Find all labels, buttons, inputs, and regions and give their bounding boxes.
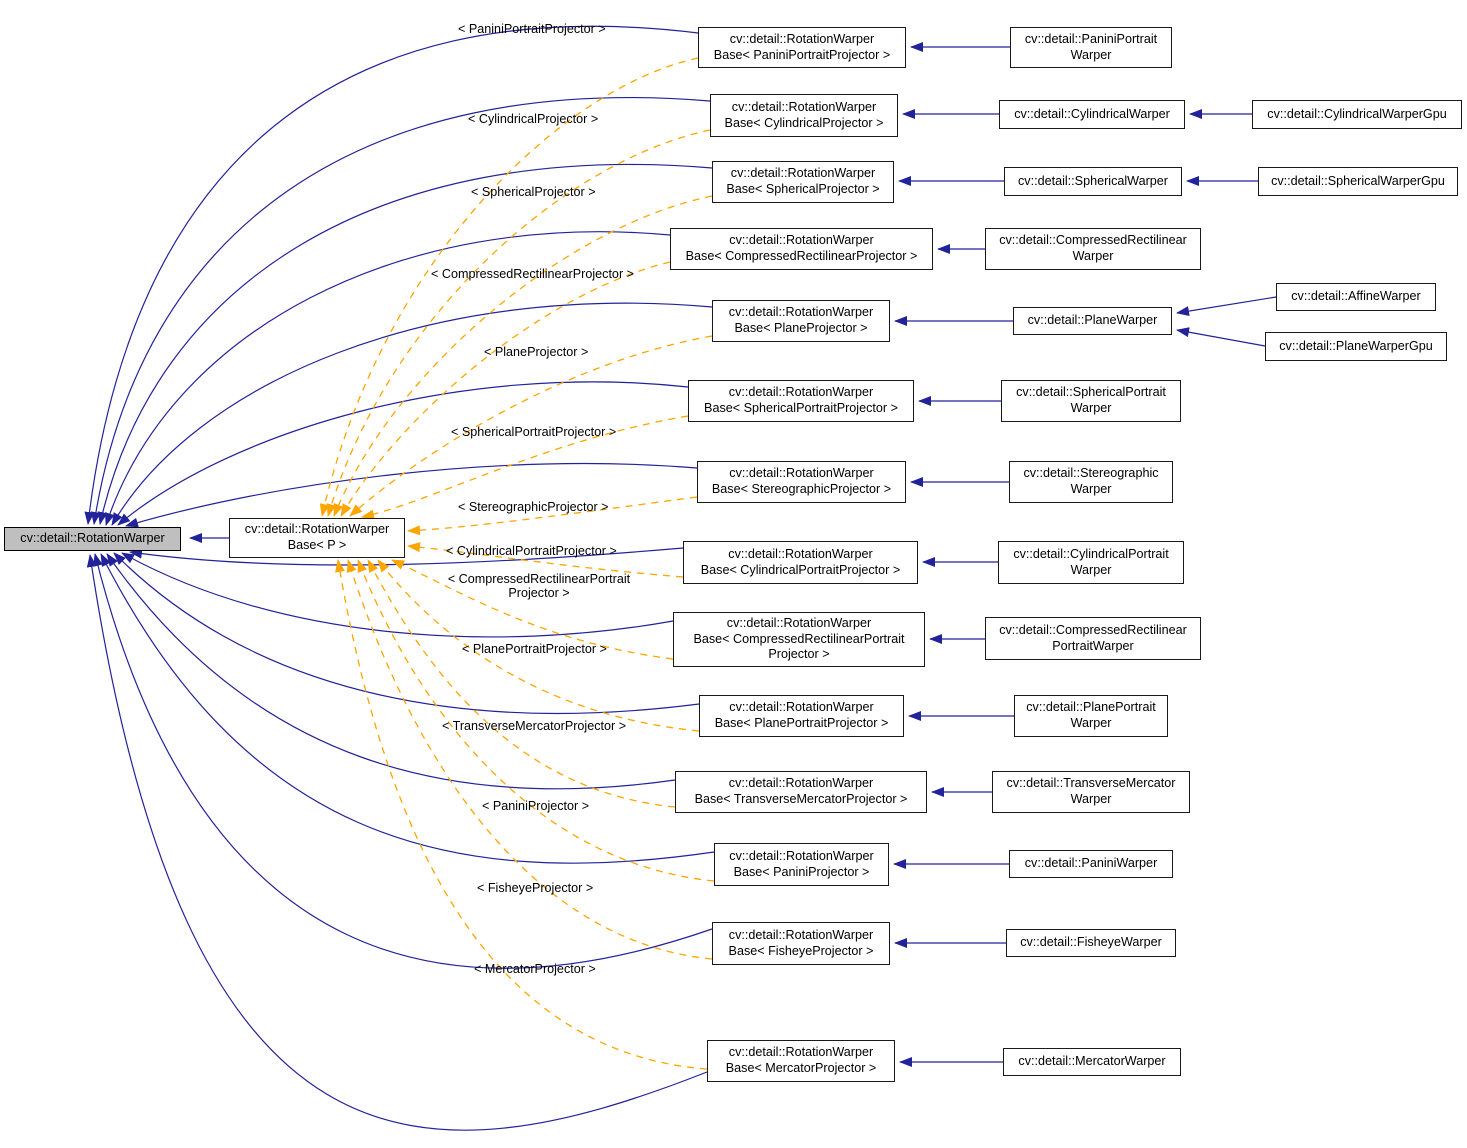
inheritance-edge-mercator: [86, 554, 708, 1131]
template-edge-transverse-mercator: [367, 559, 676, 808]
class-node-affine-warper[interactable]: cv::detail::AffineWarper: [1276, 283, 1436, 311]
template-edge-compressed-rectilinear-portrait: [391, 559, 674, 660]
class-node-compressed-rectilinear-warper[interactable]: cv::detail::CompressedRectilinear Warper: [985, 228, 1201, 270]
edge-label-fisheye-projector: < FisheyeProjector >: [477, 881, 594, 895]
class-node-base-panini-projector[interactable]: cv::detail::RotationWarper Base< PaniniP…: [714, 843, 889, 886]
class-node-spherical-portrait-warper[interactable]: cv::detail::SphericalPortrait Warper: [1001, 380, 1181, 422]
template-edge-spherical-portrait: [361, 415, 689, 520]
inheritance-edge-panini: [100, 553, 715, 864]
class-node-base-cylindrical-portrait-projector[interactable]: cv::detail::RotationWarper Base< Cylindr…: [683, 541, 918, 584]
class-node-base-fisheye-projector[interactable]: cv::detail::RotationWarper Base< Fisheye…: [712, 922, 890, 965]
edge-label-cylindrical-portrait-projector: < CylindricalPortraitProjector >: [446, 544, 617, 558]
inheritance-edge-plane: [111, 302, 713, 526]
inheritance-edge-cylindrical: [90, 97, 711, 525]
edge-label-compressed-rectilinear-portrait-projector: < CompressedRectilinearPortrait Projecto…: [447, 572, 631, 601]
inheritance-edge-cylindrical-portrait: [129, 547, 684, 566]
template-edges: [319, 57, 715, 1070]
inheritance-edge-transverse-mercator: [106, 553, 676, 790]
inheritance-edge-stereographic: [125, 463, 698, 528]
class-node-plane-portrait-warper[interactable]: cv::detail::PlanePortrait Warper: [1014, 695, 1168, 737]
template-edge-cylindrical-portrait: [407, 542, 684, 578]
edge-label-plane-portrait-projector: < PlanePortraitProjector >: [462, 642, 607, 656]
template-edge-spherical: [333, 195, 713, 517]
inheritance-edge-panini-portrait: [84, 25, 699, 525]
template-edge-plane: [349, 335, 713, 517]
template-edge-plane-portrait: [377, 559, 700, 732]
class-node-base-spherical-projector[interactable]: cv::detail::RotationWarper Base< Spheric…: [712, 161, 894, 203]
class-node-cylindrical-portrait-warper[interactable]: cv::detail::CylindricalPortrait Warper: [998, 541, 1184, 584]
class-node-base-mercator-projector[interactable]: cv::detail::RotationWarper Base< Mercato…: [707, 1040, 895, 1082]
edge-label-stereographic-projector: < StereographicProjector >: [458, 500, 609, 514]
inheritance-edge-plane-warper-gpu: [1176, 327, 1266, 347]
class-node-spherical-warper-gpu[interactable]: cv::detail::SphericalWarperGpu: [1258, 167, 1458, 196]
edge-label-transverse-mercator-projector: < TransverseMercatorProjector >: [442, 719, 627, 733]
edge-label-mercator-projector: < MercatorProjector >: [474, 962, 596, 976]
class-node-base-plane-portrait-projector[interactable]: cv::detail::RotationWarper Base< PlanePo…: [699, 695, 904, 737]
class-node-base-compressed-rectilinear-portrait-projector[interactable]: cv::detail::RotationWarper Base< Compres…: [673, 612, 925, 667]
class-node-cylindrical-warper[interactable]: cv::detail::CylindricalWarper: [999, 100, 1185, 129]
class-node-base-spherical-portrait-projector[interactable]: cv::detail::RotationWarper Base< Spheric…: [688, 380, 914, 422]
class-node-panini-portrait-warper[interactable]: cv::detail::PaniniPortrait Warper: [1010, 27, 1172, 68]
edge-label-plane-projector: < PlaneProjector >: [484, 345, 589, 359]
class-node-cylindrical-warper-gpu[interactable]: cv::detail::CylindricalWarperGpu: [1252, 100, 1462, 129]
class-node-plane-warper-gpu[interactable]: cv::detail::PlaneWarperGpu: [1265, 332, 1447, 361]
template-edge-cylindrical: [326, 129, 711, 517]
template-edge-fisheye: [346, 559, 713, 960]
class-node-stereographic-warper[interactable]: cv::detail::Stereographic Warper: [1009, 461, 1173, 503]
class-node-panini-warper[interactable]: cv::detail::PaniniWarper: [1009, 850, 1173, 878]
class-node-base-cylindrical-projector[interactable]: cv::detail::RotationWarper Base< Cylindr…: [710, 94, 898, 137]
class-node-base-plane-projector[interactable]: cv::detail::RotationWarper Base< PlanePr…: [712, 300, 890, 342]
inheritance-edges: [84, 25, 1277, 1131]
class-node-plane-warper[interactable]: cv::detail::PlaneWarper: [1013, 307, 1172, 335]
template-edge-panini-portrait: [319, 57, 699, 517]
class-node-transverse-mercator-warper[interactable]: cv::detail::TransverseMercator Warper: [992, 771, 1190, 813]
inheritance-edge-compressed-rectilinear-portrait: [121, 552, 674, 638]
inheritance-edge-compressed-rectilinear: [105, 231, 671, 526]
template-edge-compressed-rectilinear: [340, 261, 671, 517]
edge-label-spherical-portrait-projector: < SphericalPortraitProjector >: [451, 425, 617, 439]
edge-label-cylindrical-projector: < CylindricalProjector >: [468, 112, 599, 126]
edge-label-panini-portrait-projector: < PaniniPortraitProjector >: [458, 22, 606, 36]
class-node-rotation-warper-base-p[interactable]: cv::detail::RotationWarper Base< P >: [229, 518, 405, 558]
class-node-base-panini-portrait-projector[interactable]: cv::detail::RotationWarper Base< PaniniP…: [698, 27, 906, 68]
class-node-fisheye-warper[interactable]: cv::detail::FisheyeWarper: [1006, 929, 1176, 957]
inheritance-edge-affine-warper: [1176, 296, 1277, 317]
template-edge-stereographic: [407, 496, 698, 536]
class-node-base-transverse-mercator-projector[interactable]: cv::detail::RotationWarper Base< Transve…: [675, 771, 927, 813]
class-node-base-stereographic-projector[interactable]: cv::detail::RotationWarper Base< Stereog…: [697, 461, 906, 503]
class-node-compressed-rectilinear-portrait-warper[interactable]: cv::detail::CompressedRectilinear Portra…: [985, 617, 1201, 660]
edge-label-spherical-projector: < SphericalProjector >: [471, 185, 596, 199]
class-node-spherical-warper[interactable]: cv::detail::SphericalWarper: [1004, 167, 1182, 196]
class-node-rotation-warper: cv::detail::RotationWarper: [4, 527, 181, 551]
edge-label-compressed-rectilinear-projector: < CompressedRectilinearProjector >: [431, 267, 634, 281]
inheritance-edge-fisheye: [93, 553, 713, 969]
inheritance-edge-spherical: [97, 163, 713, 525]
inheritance-edge-spherical-portrait: [117, 381, 689, 526]
template-edge-mercator: [335, 559, 708, 1070]
class-node-mercator-warper[interactable]: cv::detail::MercatorWarper: [1003, 1048, 1181, 1076]
class-node-base-compressed-rectilinear-projector[interactable]: cv::detail::RotationWarper Base< Compres…: [670, 228, 933, 270]
edge-label-panini-projector: < PaniniProjector >: [482, 799, 590, 813]
inheritance-edge-plane-portrait: [113, 552, 700, 714]
template-edge-panini: [357, 559, 715, 882]
